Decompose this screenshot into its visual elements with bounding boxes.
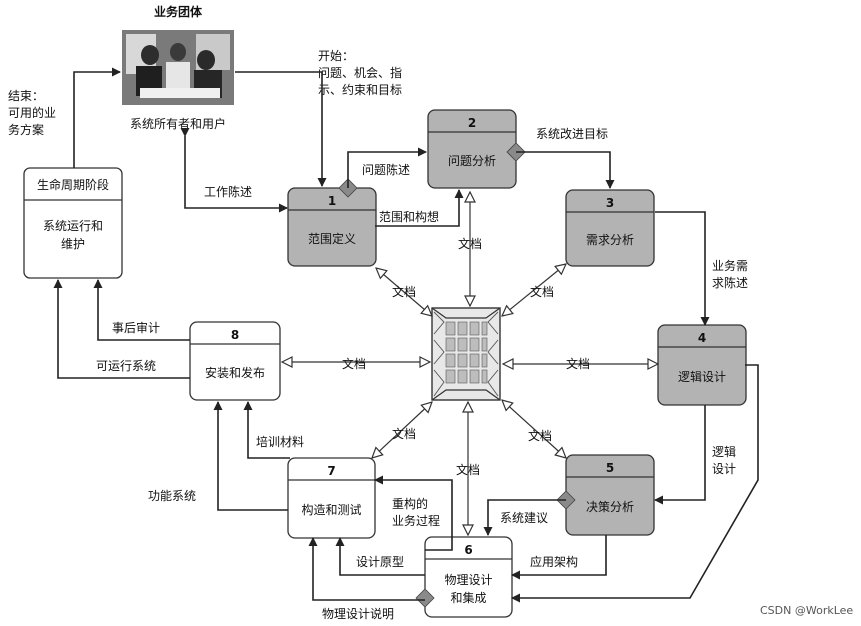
- end-label-line2: 可用的业: [8, 105, 56, 120]
- business-group-caption: 系统所有者和用户: [130, 116, 226, 131]
- repository-icon: [431, 307, 501, 401]
- lifecycle-header: 生命周期阶段: [37, 177, 109, 192]
- doc-label-2: 文档: [458, 236, 482, 251]
- flow-design-prototype: 设计原型: [356, 555, 404, 569]
- arrow-work-statement: [180, 128, 288, 213]
- flow-restructured-2: 业务过程: [392, 513, 440, 528]
- start-label-line3: 示、约束和目标: [318, 82, 402, 97]
- stage-7-number: 7: [327, 464, 335, 478]
- arrow-improvement-goals: [516, 151, 615, 189]
- arrow-app-architecture: [511, 535, 607, 580]
- arrow-restructured-process: [374, 475, 453, 551]
- arrow-post-audit: [93, 279, 190, 341]
- arrow-start-to-scope: [235, 71, 327, 187]
- flow-restructured-1: 重构的: [392, 496, 428, 511]
- business-group-title: 业务团体: [154, 4, 203, 19]
- flow-problem-statement: 问题陈述: [362, 162, 410, 177]
- doc-arrow-3: [502, 264, 566, 316]
- stage-4-box: 4 逻辑设计: [657, 324, 747, 406]
- stage-6-number: 6: [464, 543, 472, 557]
- stage-7-label: 构造和测试: [301, 502, 361, 517]
- stage-1-box: 1 范围定义: [287, 178, 377, 267]
- arrow-logical-to-physical: [511, 364, 759, 603]
- arrow-end-to-group: [73, 67, 121, 168]
- stage-1-label: 范围定义: [308, 231, 356, 246]
- doc-label-5: 文档: [528, 428, 552, 443]
- flow-logical-design-1: 逻辑: [712, 445, 736, 459]
- stage-3-number: 3: [606, 196, 614, 210]
- flow-improvement-goals: 系统改进目标: [536, 127, 608, 141]
- lifecycle-body-line2: 维护: [61, 237, 85, 251]
- stage-5-number: 5: [606, 461, 614, 475]
- watermark: CSDN @WorkLee: [760, 604, 853, 617]
- stage-6-label: 和集成: [450, 590, 486, 605]
- arrow-design-prototype: [335, 537, 425, 576]
- deliverable-diamond-icon: [415, 588, 435, 608]
- arrow-system-proposal: [483, 499, 566, 536]
- doc-label-3: 文档: [530, 284, 554, 299]
- stage-3-box: 3 需求分析: [565, 189, 655, 267]
- arrow-logical-design: [654, 405, 706, 505]
- stage-7-box: 7 构造和测试: [287, 457, 376, 539]
- arrow-training: [243, 401, 290, 459]
- doc-arrow-7: [372, 402, 432, 458]
- stage-4-number: 4: [698, 331, 706, 345]
- flow-logical-design-2: 设计: [712, 462, 736, 476]
- arrow-scope-vision: [375, 189, 464, 227]
- business-group-photo: [122, 30, 234, 105]
- flow-physical-design-spec: 物理设计说明: [322, 606, 394, 621]
- flow-operational-system: 可运行系统: [96, 359, 156, 373]
- flow-work-statement: 工作陈述: [204, 184, 252, 199]
- flow-business-req-2: 求陈述: [712, 275, 748, 290]
- lifecycle-body-line1: 系统运行和: [43, 219, 103, 233]
- doc-label-4: 文档: [566, 356, 590, 371]
- stage-1-number: 1: [328, 194, 336, 208]
- doc-label-7: 文档: [392, 426, 416, 441]
- flow-post-audit: 事后审计: [112, 320, 160, 335]
- start-label-line2: 问题、机会、指: [318, 65, 402, 80]
- stage-5-box: 5 决策分析: [556, 454, 655, 536]
- doc-arrow-5: [502, 400, 566, 458]
- stage-8-number: 8: [231, 328, 239, 342]
- stage-3-label: 需求分析: [586, 233, 634, 247]
- arrow-problem-statement: [347, 147, 427, 188]
- stage-8-box: 8 安装和发布: [189, 321, 281, 401]
- start-label-line1: 开始：: [318, 49, 354, 63]
- stage-4-label: 逻辑设计: [678, 370, 726, 384]
- flow-functional-system: 功能系统: [148, 489, 196, 503]
- doc-label-8: 文档: [342, 356, 366, 371]
- flow-app-architecture: 应用架构: [530, 554, 578, 569]
- stage-2-label: 问题分析: [448, 154, 496, 168]
- flow-scope-vision: 范围和构想: [379, 209, 439, 224]
- stage-6-label: 物理设计: [444, 573, 492, 587]
- stage-8-label: 安装和发布: [205, 365, 265, 380]
- flow-system-proposal: 系统建议: [500, 511, 548, 525]
- stage-2-box: 2 问题分析: [427, 109, 526, 189]
- end-label-line3: 务方案: [8, 122, 44, 137]
- lifecycle-phase-box: 生命周期阶段 系统运行和 维护: [23, 167, 123, 279]
- flow-training: 培训材料: [256, 434, 304, 449]
- arrow-operational-system: [53, 279, 190, 379]
- stage-5-label: 决策分析: [586, 500, 634, 514]
- end-label-line1: 结束：: [8, 89, 44, 103]
- doc-arrow-1: [376, 268, 432, 316]
- arrow-business-req: [655, 211, 710, 326]
- flow-business-req-1: 业务需: [712, 258, 748, 273]
- doc-label-6: 文档: [456, 462, 480, 477]
- doc-label-1: 文档: [392, 284, 416, 299]
- stage-2-number: 2: [468, 116, 476, 130]
- arrow-physical-design-spec: [308, 537, 425, 601]
- arrow-functional-system: [213, 401, 288, 511]
